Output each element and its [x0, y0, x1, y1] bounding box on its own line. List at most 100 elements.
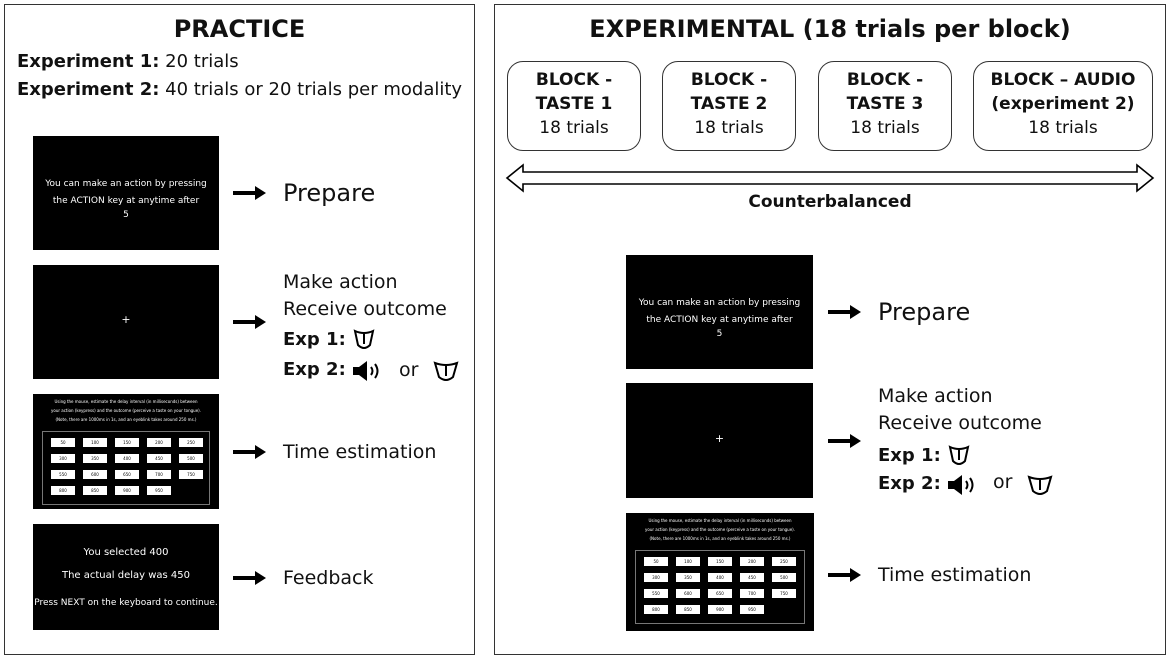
- right-arrow-icon: [233, 445, 266, 459]
- prepare-screen: You can make an action by pressing the A…: [626, 255, 813, 369]
- estimation-screen: Using the mouse, estimate the delay inte…: [626, 513, 814, 631]
- right-arrow-icon: [828, 568, 861, 582]
- estimation-option[interactable]: 100: [83, 438, 107, 447]
- estimation-option[interactable]: 800: [51, 486, 75, 495]
- estimation-option[interactable]: 550: [644, 589, 668, 598]
- practice-feedback-label: Feedback: [283, 567, 374, 589]
- practice-make-action-label: Make action: [283, 271, 398, 293]
- block-taste-1: BLOCK - TASTE 1 18 trials: [507, 61, 641, 151]
- estimation-option[interactable]: 50: [51, 438, 75, 447]
- estimation-option[interactable]: 350: [83, 454, 107, 463]
- estimation-option[interactable]: 600: [83, 470, 107, 479]
- practice-exp1-label: Exp 1:: [283, 329, 346, 350]
- estimation-line-3: (Note, there are 1000ms in 1s, and an ey…: [649, 536, 791, 541]
- estimation-option[interactable]: 400: [115, 454, 139, 463]
- tongue-icon: [948, 445, 970, 465]
- estimation-option[interactable]: 600: [676, 589, 700, 598]
- estimation-option[interactable]: 300: [51, 454, 75, 463]
- estimation-option[interactable]: 200: [147, 438, 171, 447]
- speaker-icon: [353, 361, 379, 381]
- estimation-option[interactable]: 550: [51, 470, 75, 479]
- block-name: TASTE 2: [690, 94, 768, 114]
- estimation-option[interactable]: 450: [740, 573, 764, 582]
- practice-or-label: or: [399, 359, 419, 381]
- estimation-line-1: Using the mouse, estimate the delay inte…: [54, 399, 198, 404]
- estimation-screen: Using the mouse, estimate the delay inte…: [33, 394, 219, 509]
- prepare-screen: You can make an action by pressing the A…: [33, 136, 219, 250]
- speaker-icon: [948, 475, 974, 495]
- estimation-option[interactable]: 950: [740, 605, 764, 614]
- exp-make-action-label: Make action: [878, 385, 993, 407]
- practice-time-estimation-label: Time estimation: [283, 441, 437, 463]
- fixation-cross: +: [714, 432, 725, 445]
- estimation-option[interactable]: 50: [644, 557, 668, 566]
- exp-or-label: or: [993, 471, 1013, 493]
- estimation-option[interactable]: 400: [708, 573, 732, 582]
- double-arrow-icon: [505, 163, 1155, 193]
- block-label: BLOCK – AUDIO: [990, 70, 1136, 90]
- block-name: TASTE 3: [846, 94, 924, 114]
- block-taste-2: BLOCK - TASTE 2 18 trials: [662, 61, 796, 151]
- estimation-option[interactable]: 850: [676, 605, 700, 614]
- exp-time-estimation-label: Time estimation: [878, 564, 1032, 586]
- experiment2-text: 40 trials or 20 trials per modality: [165, 79, 463, 100]
- fixation-screen: +: [33, 265, 219, 379]
- exp-receive-outcome-label: Receive outcome: [878, 412, 1042, 434]
- right-arrow-icon: [828, 434, 861, 448]
- block-name: (experiment 2): [991, 94, 1135, 114]
- right-arrow-icon: [233, 315, 266, 329]
- estimation-option[interactable]: 450: [147, 454, 171, 463]
- practice-exp2-label: Exp 2:: [283, 359, 346, 380]
- estimation-option[interactable]: 150: [708, 557, 732, 566]
- estimation-option[interactable]: 200: [740, 557, 764, 566]
- block-label: BLOCK -: [535, 70, 613, 90]
- prepare-line-1: You can make an action by pressing: [45, 179, 207, 189]
- estimation-option[interactable]: 250: [772, 557, 796, 566]
- estimation-option[interactable]: 750: [179, 470, 203, 479]
- feedback-line-1: You selected 400: [83, 547, 169, 558]
- estimation-option[interactable]: 250: [179, 438, 203, 447]
- right-arrow-icon: [233, 571, 266, 585]
- estimation-option[interactable]: 900: [708, 605, 732, 614]
- practice-panel: PRACTICE Experiment 1: 20 trials Experim…: [4, 4, 475, 655]
- estimation-option[interactable]: 700: [740, 589, 764, 598]
- estimation-option[interactable]: 100: [676, 557, 700, 566]
- block-trials: 18 trials: [1028, 118, 1098, 138]
- practice-title: PRACTICE: [173, 15, 306, 43]
- feedback-screen: You selected 400 The actual delay was 45…: [33, 524, 219, 630]
- experiment2-info: Experiment 2: 40 trials or 20 trials per…: [17, 79, 462, 100]
- block-audio: BLOCK – AUDIO (experiment 2) 18 trials: [973, 61, 1153, 151]
- estimation-option[interactable]: 150: [115, 438, 139, 447]
- estimation-option[interactable]: 850: [83, 486, 107, 495]
- right-arrow-icon: [233, 186, 266, 200]
- estimation-option[interactable]: 650: [708, 589, 732, 598]
- prepare-line-2: the ACTION key at anytime after: [646, 315, 793, 325]
- fixation-screen: +: [626, 383, 813, 498]
- estimation-option[interactable]: 350: [676, 573, 700, 582]
- estimation-option[interactable]: 750: [772, 589, 796, 598]
- estimation-grid: 50 100 150 200 250 300 350 400 450 500 550 600 650 70…: [42, 431, 210, 505]
- estimation-option[interactable]: 800: [644, 605, 668, 614]
- experimental-title: EXPERIMENTAL (18 trials per block): [589, 15, 1071, 43]
- estimation-option[interactable]: 300: [644, 573, 668, 582]
- exp-prepare-label: Prepare: [878, 298, 971, 326]
- estimation-line-2: your action (keypress) and the outcome (…: [645, 527, 795, 532]
- block-trials: 18 trials: [539, 118, 609, 138]
- estimation-line-3: (Note, there are 1000ms in 1s, and an ey…: [55, 417, 197, 422]
- experimental-panel: EXPERIMENTAL (18 trials per block) BLOCK…: [494, 4, 1166, 655]
- estimation-option[interactable]: 500: [179, 454, 203, 463]
- estimation-option[interactable]: 500: [772, 573, 796, 582]
- counterbalanced-label: Counterbalanced: [748, 192, 912, 212]
- estimation-option[interactable]: 700: [147, 470, 171, 479]
- practice-receive-outcome-label: Receive outcome: [283, 298, 447, 320]
- estimation-grid: 50 100 150 200 250 300 350 400 450 500 550 600 650 70…: [635, 550, 805, 624]
- estimation-option[interactable]: 650: [115, 470, 139, 479]
- experiment1-text: 20 trials: [165, 51, 239, 72]
- exp-exp2-label: Exp 2:: [878, 473, 941, 494]
- right-arrow-icon: [828, 305, 861, 319]
- block-taste-3: BLOCK - TASTE 3 18 trials: [818, 61, 952, 151]
- practice-prepare-label: Prepare: [283, 179, 376, 207]
- estimation-option[interactable]: 950: [147, 486, 171, 495]
- estimation-line-1: Using the mouse, estimate the delay inte…: [648, 518, 792, 523]
- estimation-option[interactable]: 900: [115, 486, 139, 495]
